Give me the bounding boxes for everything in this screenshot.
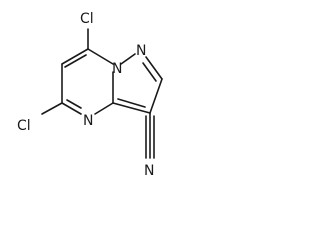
atom-n-pyrazole: N xyxy=(136,43,146,59)
atom-n-ring: N xyxy=(83,113,93,129)
atom-cl-top: Cl xyxy=(80,11,94,27)
bond-c5-cl xyxy=(41,102,63,115)
bond-c2-c3 xyxy=(149,78,163,114)
bond-n4-c3a xyxy=(94,102,114,115)
atom-cl-left: Cl xyxy=(17,118,31,134)
chemical-structure-diagram: Cl Cl N N N N xyxy=(17,11,163,179)
atom-n-bridge: N xyxy=(112,61,122,77)
bond-c7-n-bridge xyxy=(87,48,114,65)
bond-c7-c6 xyxy=(61,48,89,65)
bond-c5-n4-double xyxy=(66,99,82,109)
bond-c3-c3a xyxy=(112,102,151,114)
bond-c5-n4 xyxy=(61,102,82,115)
bond-n-bridge-n1 xyxy=(120,53,136,65)
bond-c3-c3a-double xyxy=(117,98,146,108)
atom-nitrile-n: N xyxy=(144,163,154,179)
bond-n1-c2-double xyxy=(142,62,157,82)
bond-n1-c2 xyxy=(145,56,163,80)
bond-c7-c6-double xyxy=(64,54,87,68)
